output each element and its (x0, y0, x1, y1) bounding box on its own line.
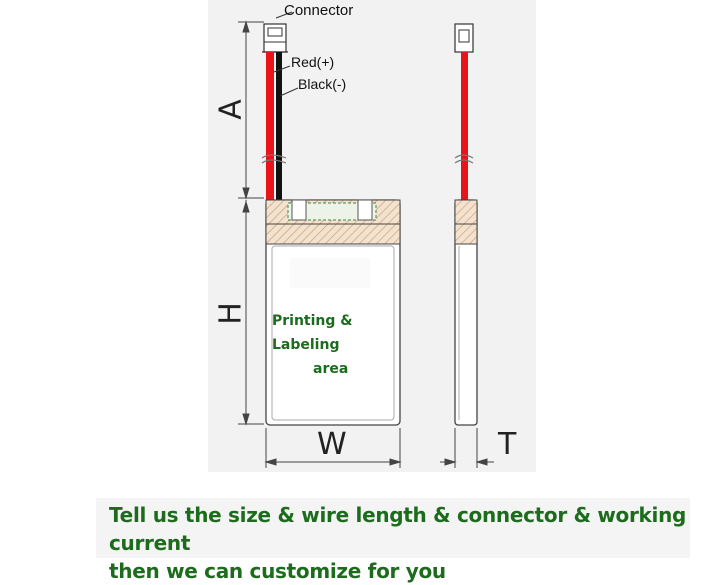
dimension-h (238, 200, 264, 426)
printing-area-line2: area (313, 361, 349, 377)
red-wire (266, 52, 274, 200)
red-wire-label: Red(+) (291, 54, 335, 70)
customization-banner-text: Tell us the size & wire length & connect… (109, 501, 722, 585)
banner-line1: Tell us the size & wire length & connect… (109, 503, 687, 555)
dimension-t-label: T (498, 427, 517, 462)
black-wire-label: Black(-) (298, 76, 347, 92)
printing-area-line1: Printing & Labeling (272, 313, 353, 353)
black-leader-line (279, 87, 299, 97)
wire-break-mark (261, 159, 287, 164)
printing-area-label: Printing & Labeling area (268, 309, 400, 381)
dimension-a (238, 20, 264, 200)
side-battery-body (454, 199, 478, 426)
dimension-w-label: W (317, 427, 347, 462)
side-red-wire (461, 52, 468, 200)
wire-break-mark (261, 154, 287, 159)
customization-banner (96, 498, 690, 558)
dimension-a-label: A (213, 99, 249, 120)
connector-label: Connector (284, 2, 354, 19)
side-connector-icon (454, 23, 474, 53)
dimension-h-label: H (213, 302, 249, 325)
black-wire (276, 52, 282, 200)
wire-break-mark (454, 154, 474, 159)
wire-break-mark (454, 159, 474, 164)
connector-icon (262, 23, 288, 53)
dimension-w (264, 428, 402, 468)
connector-leader-line (275, 11, 293, 19)
battery-diagram (238, 11, 494, 468)
red-leader-line (273, 65, 291, 73)
dimension-t (440, 428, 494, 468)
battery-body (265, 199, 401, 426)
banner-line2: then we can customize for you (109, 559, 446, 583)
